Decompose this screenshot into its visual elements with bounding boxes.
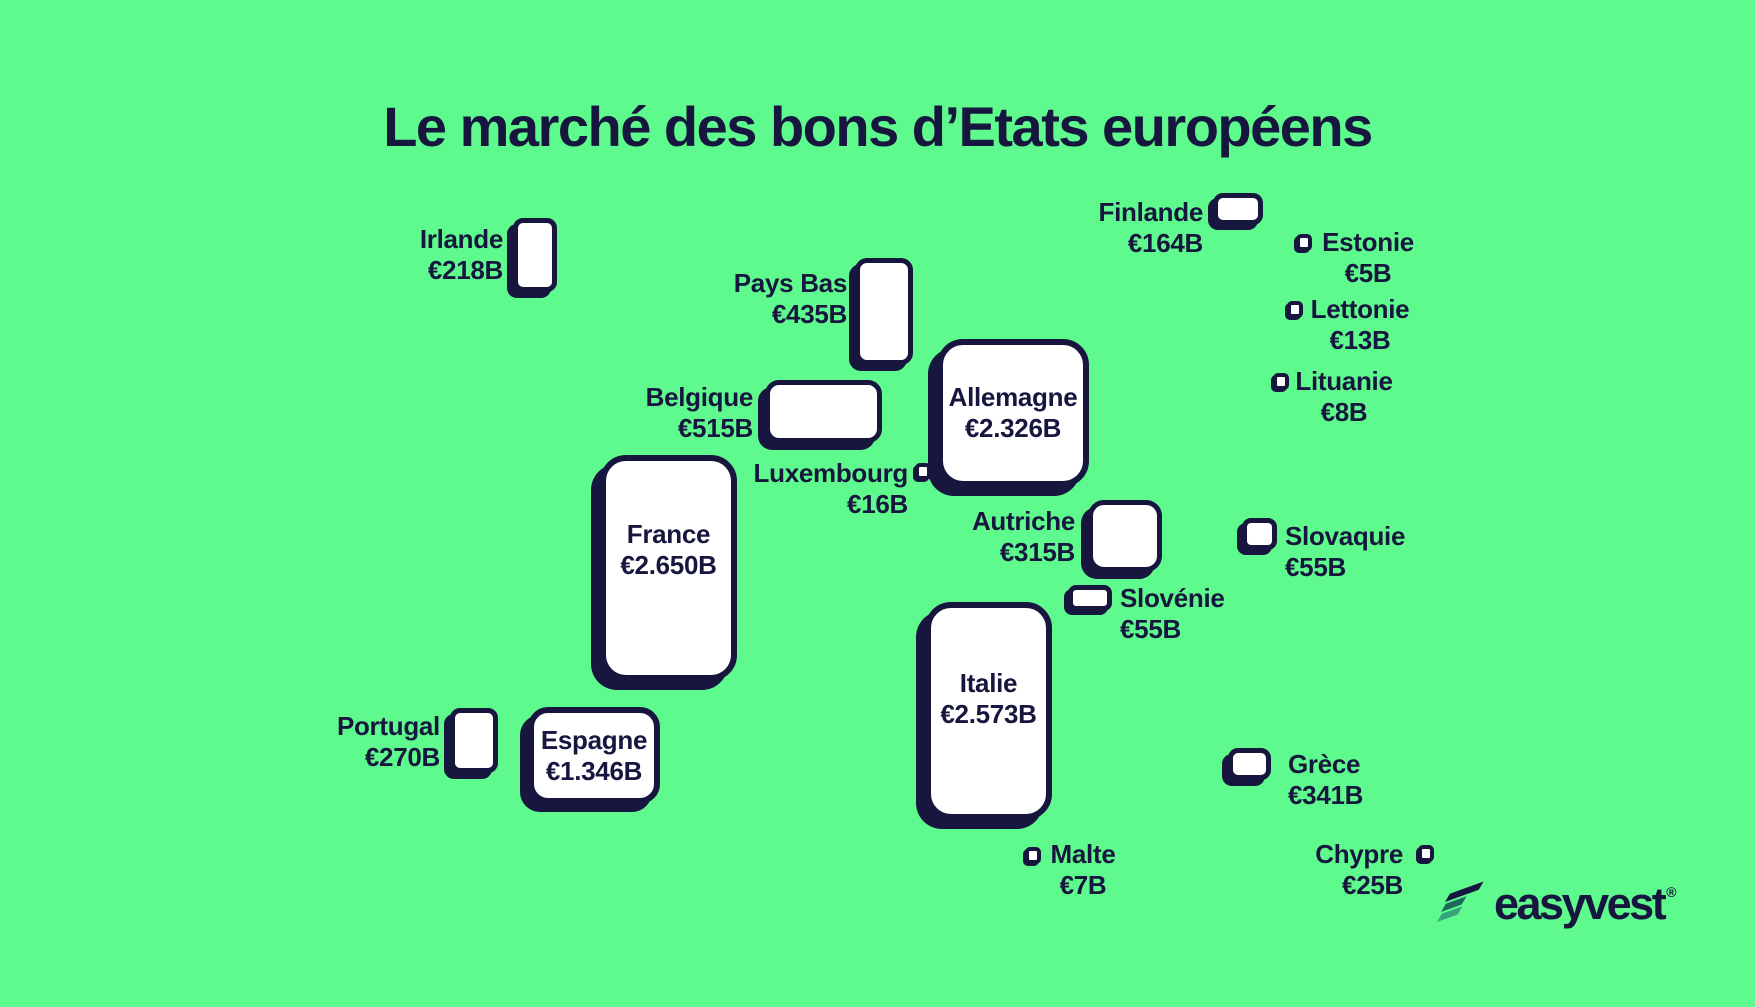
- country-value: €435B: [771, 299, 847, 329]
- country-box-chypre: [1418, 845, 1434, 862]
- country-label-irlande: Irlande €218B: [340, 224, 503, 286]
- country-label-slovenie: Slovénie €55B: [1120, 583, 1240, 645]
- easyvest-logo-icon: [1437, 881, 1484, 922]
- country-box-grece: [1228, 748, 1271, 780]
- country-label-lettonie: Lettonie €13B: [1306, 294, 1414, 356]
- country-box-finlande: [1213, 193, 1263, 225]
- country-value: €515B: [677, 413, 753, 443]
- country-value: €2.573B: [940, 699, 1037, 729]
- country-label-grece: Grèce €341B: [1288, 749, 1398, 811]
- country-label-italie: Italie €2.573B: [940, 668, 1037, 730]
- country-name: Lituanie: [1295, 366, 1393, 396]
- country-label-finlande: Finlande €164B: [1040, 197, 1204, 259]
- country-box-lituanie: [1273, 373, 1289, 390]
- country-value: €270B: [364, 742, 440, 772]
- country-label-autriche: Autriche €315B: [920, 506, 1075, 568]
- country-box-irlande: [513, 218, 557, 292]
- country-name: Autriche: [971, 506, 1075, 536]
- country-name: Allemagne: [948, 382, 1078, 412]
- country-value: €55B: [1120, 614, 1181, 644]
- country-name: Lettonie: [1310, 294, 1410, 324]
- country-name: France: [626, 519, 711, 549]
- country-label-portugal: Portugal €270B: [290, 711, 440, 773]
- country-box-lettonie: [1287, 301, 1303, 318]
- country-box-espagne: Espagne €1.346B: [528, 707, 660, 804]
- country-name: Estonie: [1322, 227, 1414, 257]
- country-value: €2.650B: [620, 550, 717, 580]
- country-value: €315B: [999, 537, 1075, 567]
- country-name: Slovénie: [1120, 583, 1225, 613]
- page-title: Le marché des bons d’Etats européens: [383, 95, 1373, 158]
- easyvest-logo-text: easyvest®: [1494, 881, 1677, 926]
- country-value: €8B: [1320, 397, 1368, 427]
- country-box-belgique: [765, 380, 882, 443]
- country-name: Espagne: [540, 724, 648, 755]
- country-box-slovaquie: [1242, 518, 1277, 550]
- country-value: €2.326B: [964, 413, 1062, 443]
- country-box-italie: Italie €2.573B: [925, 602, 1052, 820]
- country-box-allemagne: Allemagne €2.326B: [937, 339, 1089, 487]
- country-name: Finlande: [1098, 197, 1204, 227]
- country-label-chypre: Chypre €25B: [1300, 839, 1403, 901]
- country-value: €5B: [1344, 258, 1392, 288]
- country-box-slovenie: [1068, 585, 1112, 611]
- country-value: €218B: [427, 255, 503, 285]
- country-name: Luxembourg: [753, 458, 909, 488]
- country-box-france: France €2.650B: [600, 455, 737, 681]
- country-value: €341B: [1288, 780, 1364, 810]
- country-name: Italie: [959, 668, 1018, 698]
- country-label-lituanie: Lituanie €8B: [1292, 366, 1396, 428]
- country-value: €16B: [847, 489, 908, 519]
- country-label-luxembourg: Luxembourg €16B: [690, 458, 909, 520]
- country-label-france: France €2.650B: [620, 519, 717, 581]
- country-name: Irlande: [419, 224, 503, 254]
- country-box-autriche: [1088, 500, 1162, 572]
- country-label-belgique: Belgique €515B: [590, 382, 754, 444]
- country-box-portugal: [450, 708, 498, 773]
- country-box-luxembourg: [915, 463, 931, 480]
- country-name: Belgique: [645, 382, 754, 412]
- country-value: €7B: [1059, 870, 1107, 900]
- country-name: Portugal: [336, 711, 440, 741]
- country-name: Slovaquie: [1285, 521, 1406, 551]
- country-label-slovaquie: Slovaquie €55B: [1285, 521, 1425, 583]
- easyvest-wordmark: easyvest: [1494, 878, 1667, 929]
- country-name: Chypre: [1315, 839, 1403, 869]
- country-label-paysbas: Pays Bas €435B: [690, 268, 848, 330]
- country-label-espagne: Espagne €1.346B: [540, 724, 648, 787]
- country-value: €13B: [1329, 325, 1391, 355]
- country-name: Grèce: [1288, 749, 1361, 779]
- country-box-malte: [1025, 847, 1041, 864]
- country-label-malte: Malte €7B: [1046, 839, 1120, 901]
- country-name: Malte: [1050, 839, 1116, 869]
- easyvest-logo: easyvest®: [1432, 872, 1692, 932]
- registered-trademark-symbol: ®: [1666, 884, 1677, 900]
- country-name: Pays Bas: [733, 268, 848, 298]
- country-label-allemagne: Allemagne €2.326B: [949, 382, 1078, 444]
- country-value: €55B: [1285, 552, 1346, 582]
- country-label-estonie: Estonie €5B: [1318, 227, 1418, 289]
- country-box-paysbas: [855, 258, 913, 365]
- country-value: €1.346B: [545, 755, 643, 786]
- country-value: €25B: [1342, 870, 1403, 900]
- country-box-estonie: [1296, 234, 1312, 251]
- country-value: €164B: [1127, 228, 1203, 258]
